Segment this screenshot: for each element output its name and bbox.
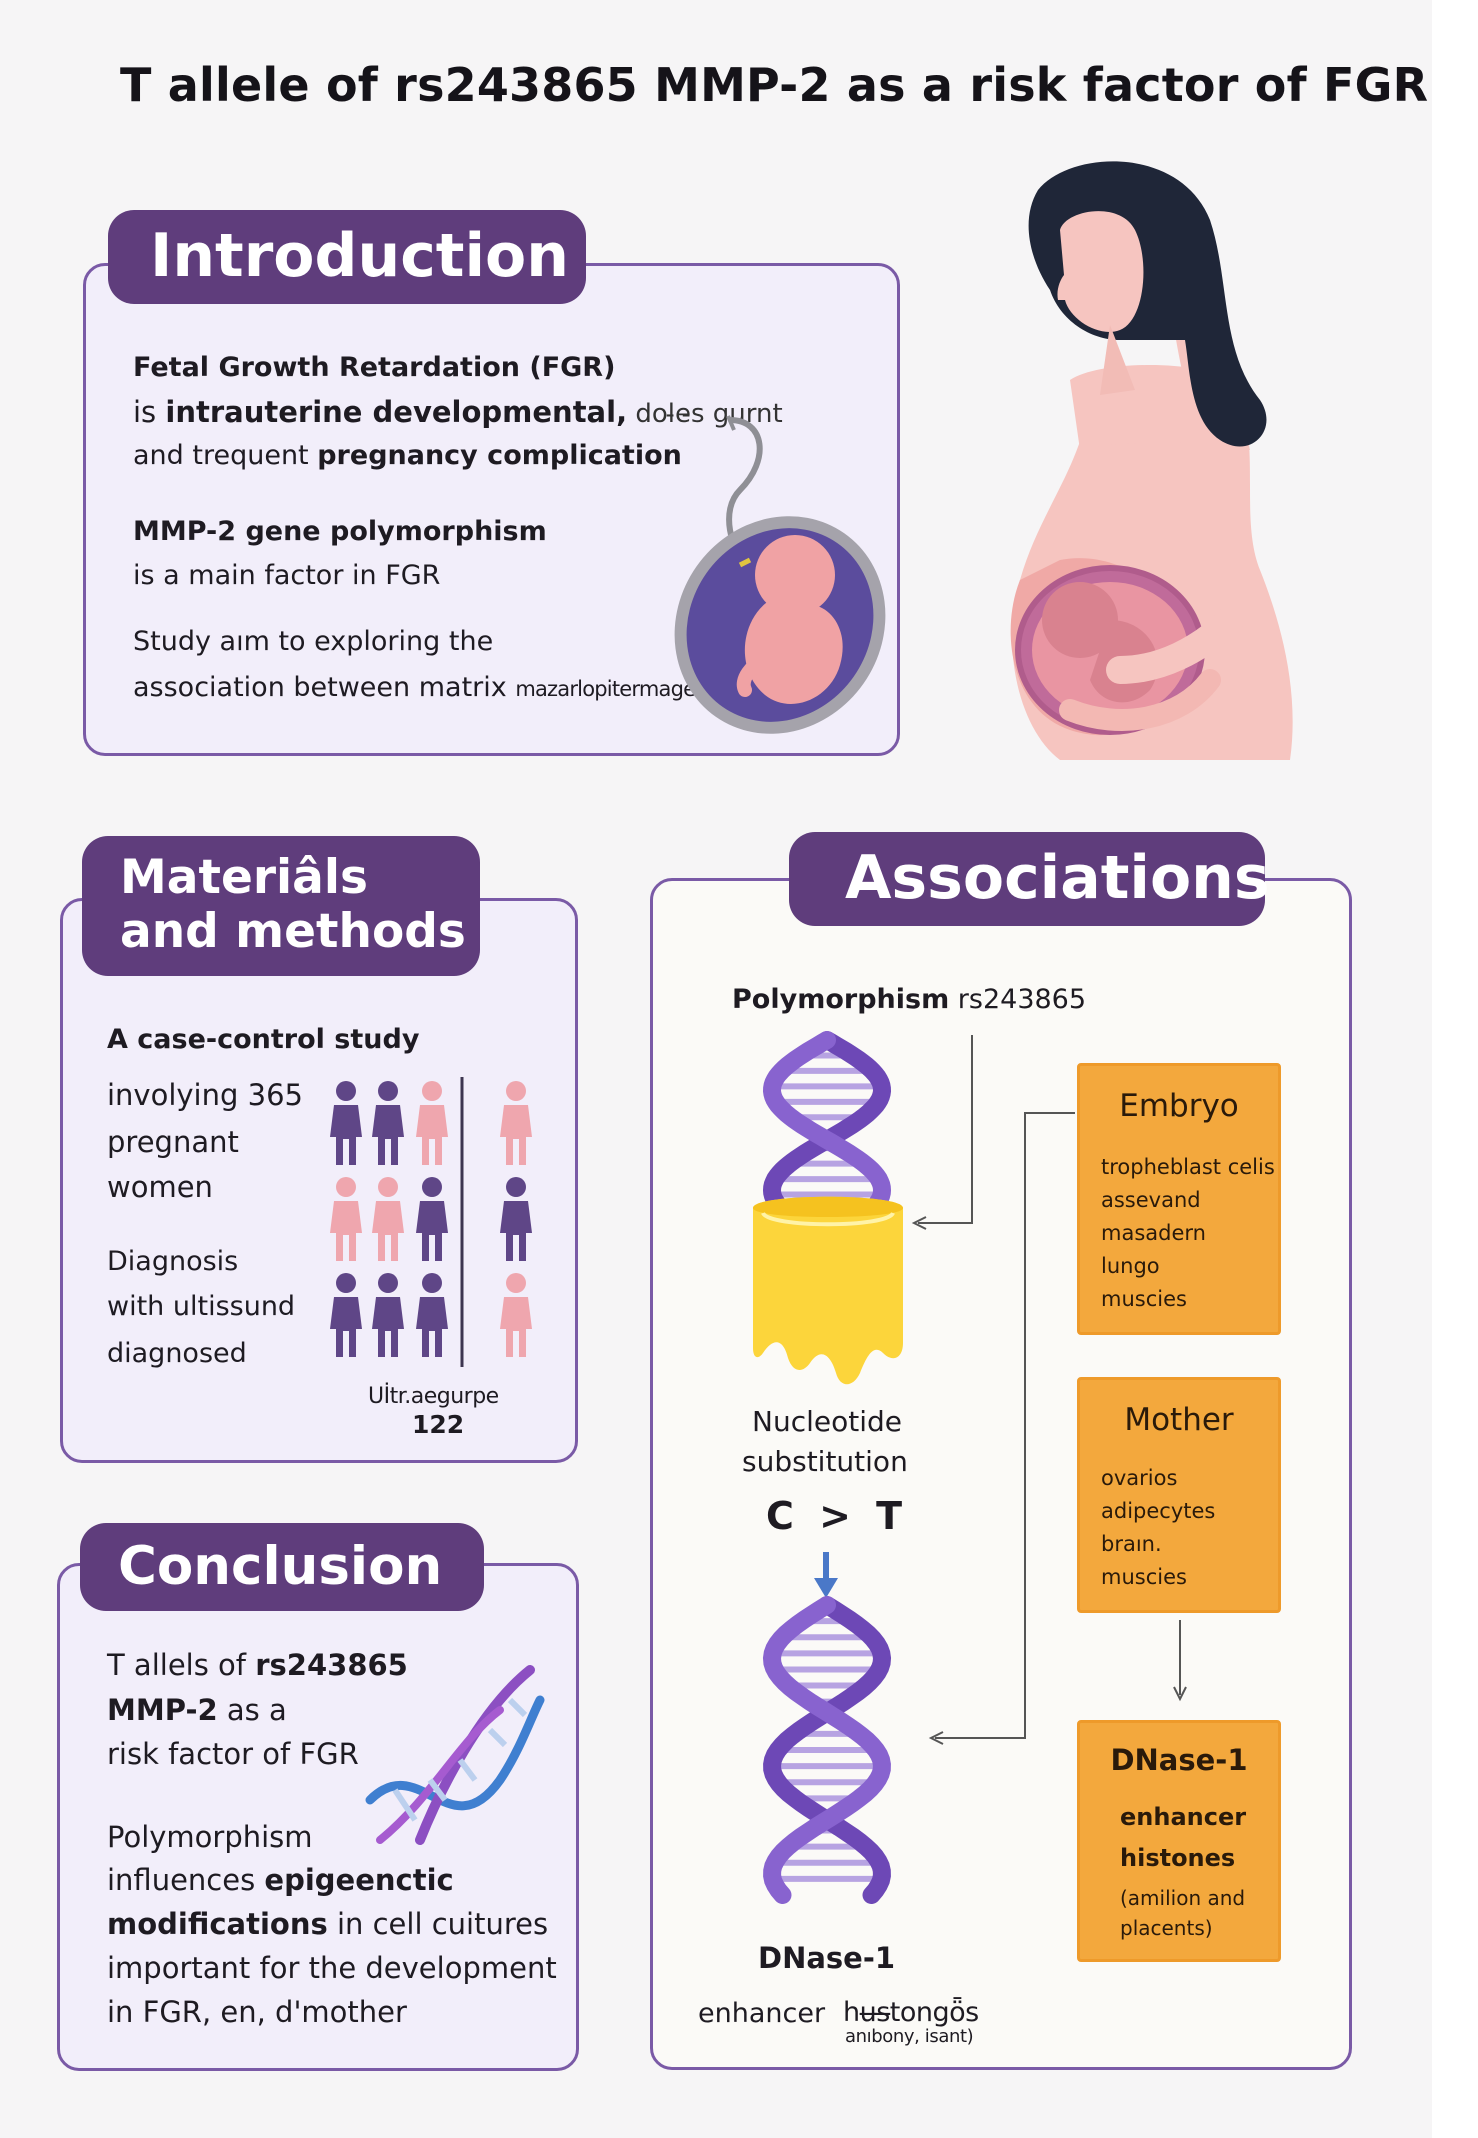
associations-heading-tab: Associations — [789, 832, 1270, 926]
conclusion-line-1: T allels of rs243865 — [107, 1648, 408, 1682]
person-purple-icon — [500, 1177, 532, 1261]
polymorphism-label: Polymorphism rs243865 — [732, 984, 1087, 1015]
materials-diagnosis-1: Diagnosis — [107, 1246, 239, 1277]
bottom-histones: hu̶s̶tongȫs — [843, 1997, 979, 2028]
embryo-items: tropheblast celis assevand masadern lung… — [1101, 1151, 1275, 1316]
dnase-box: DNase-1 enhancer histones (amilion and p… — [1077, 1720, 1281, 1962]
mother-box: Mother ovarios adipecytes braın. muscies — [1077, 1377, 1281, 1613]
materials-involving-1: involying 365 — [107, 1078, 303, 1112]
mother-title: Mother — [1124, 1402, 1234, 1438]
dnase-box-item: enhancer — [1120, 1803, 1247, 1831]
materials-panel — [60, 898, 578, 1463]
intro-line-2: is intrauterine developmental, dol̵e̵s g… — [133, 395, 783, 429]
helix-strand — [763, 1596, 892, 1904]
conclusion-line-3: risk factor of FGR — [107, 1737, 359, 1771]
dnase-box-subitem: (amilion and — [1120, 1886, 1246, 1910]
mother-item: ovarios — [1101, 1466, 1178, 1490]
bottom-subtext: anıbony, isant) — [845, 2026, 974, 2047]
materials-involving-2: pregnant — [107, 1125, 239, 1159]
arrow-down-icon — [814, 1552, 838, 1598]
intro-study-aim: Study aım to exploring the — [133, 626, 494, 657]
nucleotide-line-2: substitution — [742, 1445, 908, 1478]
ultrasound-count: 122 — [412, 1410, 465, 1439]
dnase-box-items: enhancer histones — [1120, 1797, 1246, 1879]
dnase-box-subitems: (amilion and placents) — [1120, 1883, 1245, 1943]
mother-item: muscies — [1101, 1565, 1187, 1589]
conclusion-heading: Conclusion — [118, 1536, 443, 1597]
embryo-item: muscies — [1101, 1287, 1187, 1311]
intro-line-3: and trequent pregnancy complication — [133, 440, 682, 471]
introduction-heading-tab: Introduction — [108, 210, 586, 304]
pregnant-woman-illustration — [1010, 161, 1293, 760]
dna-helix-top — [762, 1031, 892, 1219]
dna-helix-bottom — [762, 1596, 892, 1904]
intro-mmp2-text: is a main factor in FGR — [133, 560, 441, 591]
person-purple-icon — [330, 1273, 362, 1357]
materials-heading-tab: Materiâls and methods — [82, 836, 480, 976]
fetus-illustration — [674, 415, 886, 734]
embryo-item: masadern — [1101, 1221, 1206, 1245]
person-pink-icon — [500, 1273, 532, 1357]
helix-strand — [762, 1596, 891, 1904]
person-pink-icon — [500, 1081, 532, 1165]
materials-involving-3: women — [107, 1170, 213, 1204]
person-pink-icon — [330, 1177, 362, 1261]
substitution-c-to-t: C > T — [766, 1494, 909, 1538]
materials-study-type: A case-control study — [107, 1024, 420, 1055]
intro-mmp2-heading: MMP-2 gene polymorphism — [133, 516, 547, 547]
conclusion-heading-tab: Conclusion — [80, 1523, 484, 1611]
conclusion-line-7: important for the development — [107, 1951, 557, 1985]
embryo-item: lungo — [1101, 1254, 1160, 1278]
people-icon-grid — [330, 1077, 532, 1367]
associations-heading: Associations — [845, 843, 1270, 913]
ultrasound-label: Uİtr.aegurpe — [368, 1384, 499, 1409]
person-pink-icon — [416, 1081, 448, 1165]
person-pink-icon — [372, 1177, 404, 1261]
dnase-box-title: DNase-1 — [1110, 1743, 1248, 1777]
mother-items: ovarios adipecytes braın. muscies — [1101, 1462, 1215, 1594]
conclusion-line-2: MMP-2 as a — [107, 1693, 287, 1727]
intro-association: association between matrix mazarlopiterm… — [133, 672, 706, 703]
conclusion-line-6: modifications in cell cuitures — [107, 1907, 549, 1941]
helix-strand — [762, 1031, 892, 1219]
embryo-title: Embryo — [1119, 1088, 1239, 1124]
nucleotide-line-1: Nucleotide — [752, 1405, 902, 1438]
materials-heading-line1: Materiâls — [120, 850, 368, 905]
mother-item: braın. — [1101, 1532, 1162, 1556]
person-purple-icon — [372, 1081, 404, 1165]
materials-diagnosis-3: diagnosed — [107, 1338, 247, 1369]
small-dna-icon — [365, 1665, 545, 1845]
dnase-box-subitem: placents) — [1120, 1916, 1213, 1940]
introduction-heading: Introduction — [150, 221, 569, 291]
gold-nucleotide-block — [753, 1196, 903, 1385]
bottom-enhancer: enhancer — [698, 1998, 826, 2029]
conclusion-panel — [57, 1563, 579, 2071]
materials-diagnosis-2: with ultissund — [107, 1291, 296, 1322]
person-purple-icon — [416, 1273, 448, 1357]
materials-heading-line2: and methods — [120, 904, 466, 959]
conclusion-line-5: influences epigeenctic — [107, 1863, 454, 1897]
mother-item: adipecytes — [1101, 1499, 1216, 1523]
conclusion-line-8: in FGR, en, d'mother — [107, 1995, 407, 2029]
person-purple-icon — [416, 1177, 448, 1261]
intro-fgr-definition: Fetal Growth Retardation (FGR) — [133, 352, 616, 383]
page-edge — [1432, 0, 1478, 2138]
embryo-item: assevand — [1101, 1188, 1201, 1212]
conclusion-line-4: Polymorphism — [107, 1820, 313, 1854]
person-purple-icon — [330, 1081, 362, 1165]
helix-strand — [762, 1031, 892, 1219]
dnase-label: DNase-1 — [758, 1941, 896, 1975]
embryo-item: tropheblast celis — [1101, 1155, 1275, 1179]
page-title: T allele of rs243865 MMP-2 as a risk fac… — [120, 58, 1429, 112]
dnase-box-item: histones — [1120, 1844, 1236, 1872]
person-purple-icon — [372, 1273, 404, 1357]
embryo-box: Embryo tropheblast celis assevand masade… — [1077, 1063, 1281, 1335]
